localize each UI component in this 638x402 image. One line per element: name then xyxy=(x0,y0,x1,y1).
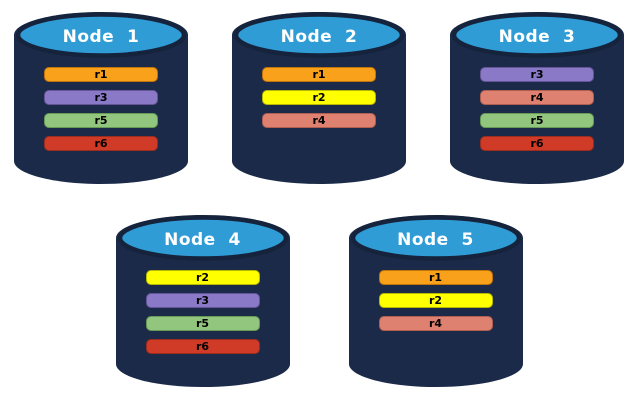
replica-bar-r3: r3 xyxy=(480,67,594,82)
bottom-row: Node 4 r2 r3 r5 r6 Node 5 r1 r2 r4 xyxy=(0,212,638,390)
node-cylinder-5: Node 5 r1 r2 r4 xyxy=(346,212,526,390)
top-row: Node 1 r1 r3 r5 r6 Node 2 r1 r2 r4 Node … xyxy=(0,0,638,187)
replica-bar-r4: r4 xyxy=(480,90,594,105)
replica-bar-r4: r4 xyxy=(378,316,493,331)
replica-bar-r5: r5 xyxy=(44,113,158,128)
replica-bar-r6: r6 xyxy=(145,339,260,354)
node-cylinder-3: Node 3 r3 r4 r5 r6 xyxy=(447,9,627,187)
node-label: Node 3 xyxy=(498,27,576,47)
node-label: Node 4 xyxy=(164,230,241,250)
node-label: Node 5 xyxy=(397,230,474,250)
replica-bar-r3: r3 xyxy=(44,90,158,105)
node-label: Node 1 xyxy=(62,27,140,47)
node-cylinder-4: Node 4 r2 r3 r5 r6 xyxy=(113,212,293,390)
replica-list: r1 r3 r5 r6 xyxy=(11,67,191,159)
replica-bar-r6: r6 xyxy=(480,136,594,151)
replica-bar-r2: r2 xyxy=(145,270,260,285)
replica-bar-r6: r6 xyxy=(44,136,158,151)
replica-bar-r1: r1 xyxy=(262,67,376,82)
replica-list: r1 r2 r4 xyxy=(346,270,526,339)
replica-bar-r5: r5 xyxy=(145,316,260,331)
replica-list: r3 r4 r5 r6 xyxy=(447,67,627,159)
replica-bar-r5: r5 xyxy=(480,113,594,128)
replica-bar-r4: r4 xyxy=(262,113,376,128)
replica-bar-r3: r3 xyxy=(145,293,260,308)
replica-bar-r2: r2 xyxy=(378,293,493,308)
node-label: Node 2 xyxy=(280,27,358,47)
node-cylinder-1: Node 1 r1 r3 r5 r6 xyxy=(11,9,191,187)
replica-list: r1 r2 r4 xyxy=(229,67,409,136)
replica-bar-r1: r1 xyxy=(378,270,493,285)
replica-list: r2 r3 r5 r6 xyxy=(113,270,293,362)
node-cylinder-2: Node 2 r1 r2 r4 xyxy=(229,9,409,187)
replica-bar-r1: r1 xyxy=(44,67,158,82)
replica-bar-r2: r2 xyxy=(262,90,376,105)
